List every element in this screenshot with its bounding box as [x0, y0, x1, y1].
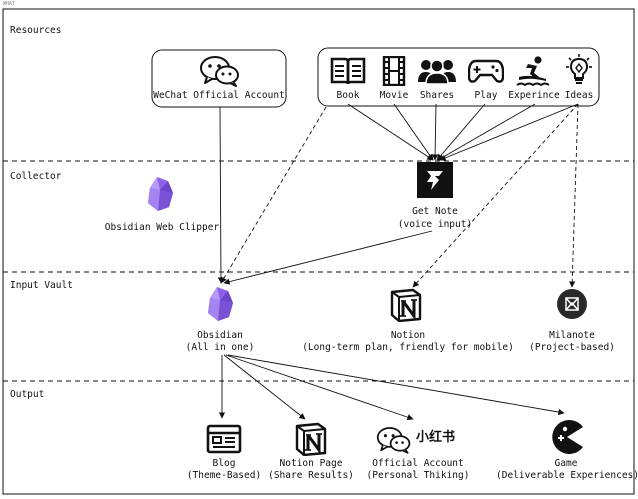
section-resources: Resources — [10, 25, 62, 36]
obsidian-title: Obsidian — [197, 330, 243, 341]
notion-icon — [390, 288, 422, 322]
notion-page-subtitle: (Share Results) — [268, 470, 354, 481]
xiaohongshu-logo: 小红书 — [416, 430, 456, 445]
wechat-icon — [376, 427, 411, 454]
media-box — [317, 47, 600, 107]
wechat-label: WeChat Official Account — [153, 90, 285, 101]
official-account-title: Official Account — [372, 458, 464, 469]
section-output: Output — [10, 389, 45, 400]
movie-icon — [382, 56, 406, 86]
game-subtitle: (Deliverable Experiences) — [496, 470, 638, 481]
obsidian-icon — [208, 287, 233, 321]
wechat-box — [151, 49, 287, 108]
blog-subtitle: (Theme-Based) — [186, 470, 262, 481]
canvas-label: WHAT — [3, 1, 16, 7]
book-icon — [330, 57, 366, 85]
ideas-icon — [566, 54, 592, 84]
obsidian-subtitle: (All in one) — [185, 342, 255, 353]
section-collector: Collector — [10, 171, 62, 182]
shares-icon — [418, 59, 456, 84]
game-icon — [552, 420, 583, 454]
book-label: Book — [336, 90, 360, 101]
play-label: Play — [474, 90, 498, 101]
wechat-icon — [200, 56, 239, 87]
notion-subtitle: (Long-term plan, friendly for mobile) — [302, 342, 514, 353]
play-icon — [468, 59, 504, 83]
notion-title: Notion — [390, 330, 426, 341]
getnote-title: Get Note — [412, 206, 458, 217]
obsidian-clipper-label: Obsidian Web Clipper — [104, 222, 220, 233]
getnote-subtitle: (voice input) — [397, 219, 473, 230]
notion-icon — [295, 422, 327, 456]
movie-label: Movie — [379, 90, 409, 101]
ideas-label: Ideas — [564, 90, 594, 101]
milanote-subtitle: (Project-based) — [529, 342, 615, 353]
section-input-vault: Input Vault — [10, 280, 73, 291]
getnote-icon — [417, 162, 453, 198]
milanote-icon — [557, 289, 587, 319]
official-account-subtitle: (Personal Thiking) — [366, 470, 470, 481]
blog-icon — [206, 424, 242, 454]
notion-page-title: Notion Page — [279, 458, 343, 469]
blog-title: Blog — [212, 458, 236, 469]
experience-label: Experince — [508, 90, 560, 101]
obsidian-icon — [148, 177, 173, 211]
game-title: Game — [554, 458, 578, 469]
milanote-title: Milanote — [549, 330, 595, 341]
outer-frame — [2, 8, 635, 495]
shares-label: Shares — [419, 90, 455, 101]
experience-icon — [516, 56, 550, 87]
